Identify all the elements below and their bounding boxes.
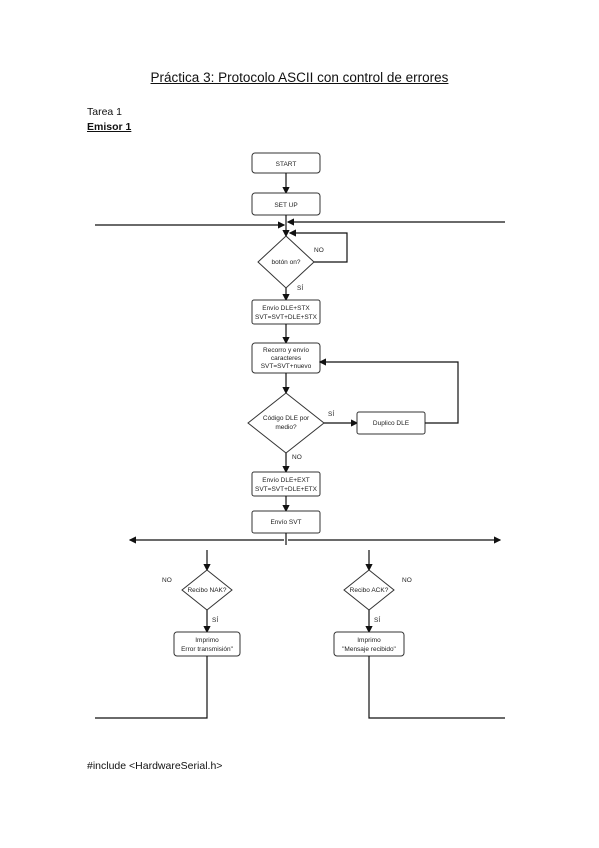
- decision-dle: [247, 392, 325, 454]
- no-label: NO: [292, 454, 302, 461]
- ok-return-line: [368, 656, 505, 719]
- decision-ack-label: Recibo ACK?: [350, 587, 389, 594]
- decision-button-label: botón on?: [272, 259, 301, 266]
- print-ok-line2: "Mensaje recibido": [342, 646, 396, 653]
- si-label: SÍ: [328, 409, 334, 418]
- decision-dle-line2: medio?: [275, 424, 297, 431]
- read-chars-line3: SVT=SVT+nuevo: [261, 363, 312, 370]
- setup-label: SET UP: [274, 202, 297, 209]
- send-trailer-line2: SVT=SVT+DLE+ETX: [255, 486, 318, 493]
- read-chars-line2: caracteres: [271, 355, 302, 362]
- decision-nak-label: Recibo NAK?: [187, 587, 226, 594]
- si-label: SÍ: [374, 615, 380, 624]
- print-ok-line1: Imprimo: [357, 637, 381, 644]
- si-label: SÍ: [212, 615, 218, 624]
- no-label: NO: [314, 247, 324, 254]
- print-error-line2: Error transmisión": [181, 646, 233, 653]
- error-return-line: [95, 656, 208, 719]
- code-line: #include <HardwareSerial.h>: [87, 760, 223, 772]
- no-loop: [288, 229, 348, 263]
- subsection-heading: Emisor 1: [87, 121, 132, 133]
- page-title: Práctica 3: Protocolo ASCII con control …: [150, 70, 449, 85]
- no-label: NO: [402, 577, 412, 584]
- send-header-line2: SVT=SVT+DLE+STX: [255, 314, 318, 321]
- decision-dle-line1: Código DLE por: [263, 415, 310, 422]
- start-label: START: [276, 161, 297, 168]
- return-loop: [318, 358, 459, 424]
- duplicate-dle-label: Duplico DLE: [373, 420, 410, 427]
- send-trailer-line1: Envío DLE+EXT: [262, 477, 310, 484]
- no-label: NO: [162, 577, 172, 584]
- send-header-line1: Envío DLE+STX: [262, 305, 310, 312]
- print-error-line1: Imprimo: [195, 637, 219, 644]
- section-heading: Tarea 1: [87, 106, 123, 118]
- si-label: SÍ: [297, 283, 303, 292]
- send-svt-label: Envío SVT: [270, 519, 301, 526]
- read-chars-line1: Recorro y envío: [263, 347, 309, 354]
